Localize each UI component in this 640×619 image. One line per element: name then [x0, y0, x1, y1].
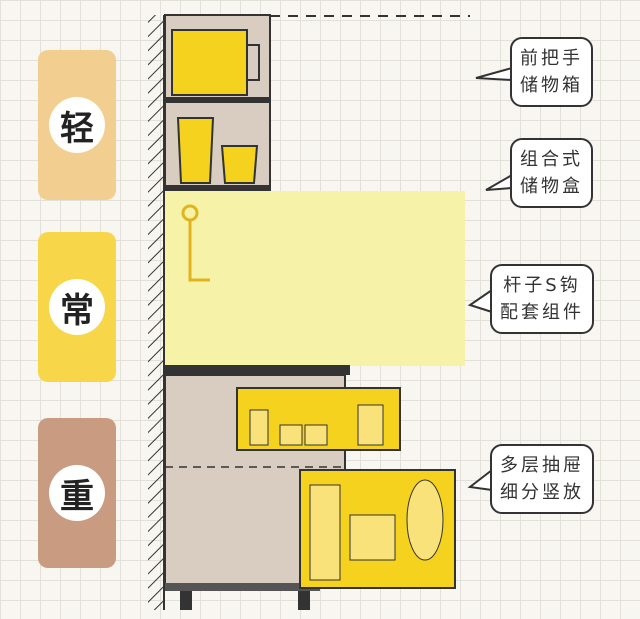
- callout-combo-box: 组合式 储物盒: [510, 138, 593, 208]
- handle-storage-box: [171, 29, 248, 96]
- weight-label-text: 重: [49, 465, 105, 521]
- callout-text: 前把手: [520, 48, 583, 69]
- wall: [148, 15, 164, 610]
- callout-drawers: 多层抽屉 细分竖放: [490, 444, 594, 514]
- callout-text: 组合式: [520, 149, 583, 170]
- callout-text: 多层抽屉: [500, 455, 584, 476]
- callout-text: 细分竖放: [500, 482, 584, 503]
- combo-storage-box: [176, 117, 215, 184]
- callout-text: 储物盒: [520, 176, 583, 197]
- weight-label-light: 轻: [38, 50, 116, 200]
- s-hook-rail: [188, 220, 210, 282]
- callout-text: 配套组件: [500, 302, 584, 323]
- weight-label-text: 常: [49, 279, 105, 335]
- callout-text: 杆子S钩: [503, 275, 581, 296]
- weight-label-text: 轻: [49, 97, 105, 153]
- weight-label-heavy: 重: [38, 418, 116, 568]
- combo-storage-box: [220, 145, 259, 184]
- countertop: [165, 365, 350, 375]
- callout-handle-box: 前把手 储物箱: [510, 37, 593, 107]
- weight-label-common: 常: [38, 232, 116, 382]
- rail-zone: [165, 191, 465, 366]
- callout-text: 储物箱: [520, 75, 583, 96]
- callout-rail-hooks: 杆子S钩 配套组件: [490, 264, 594, 334]
